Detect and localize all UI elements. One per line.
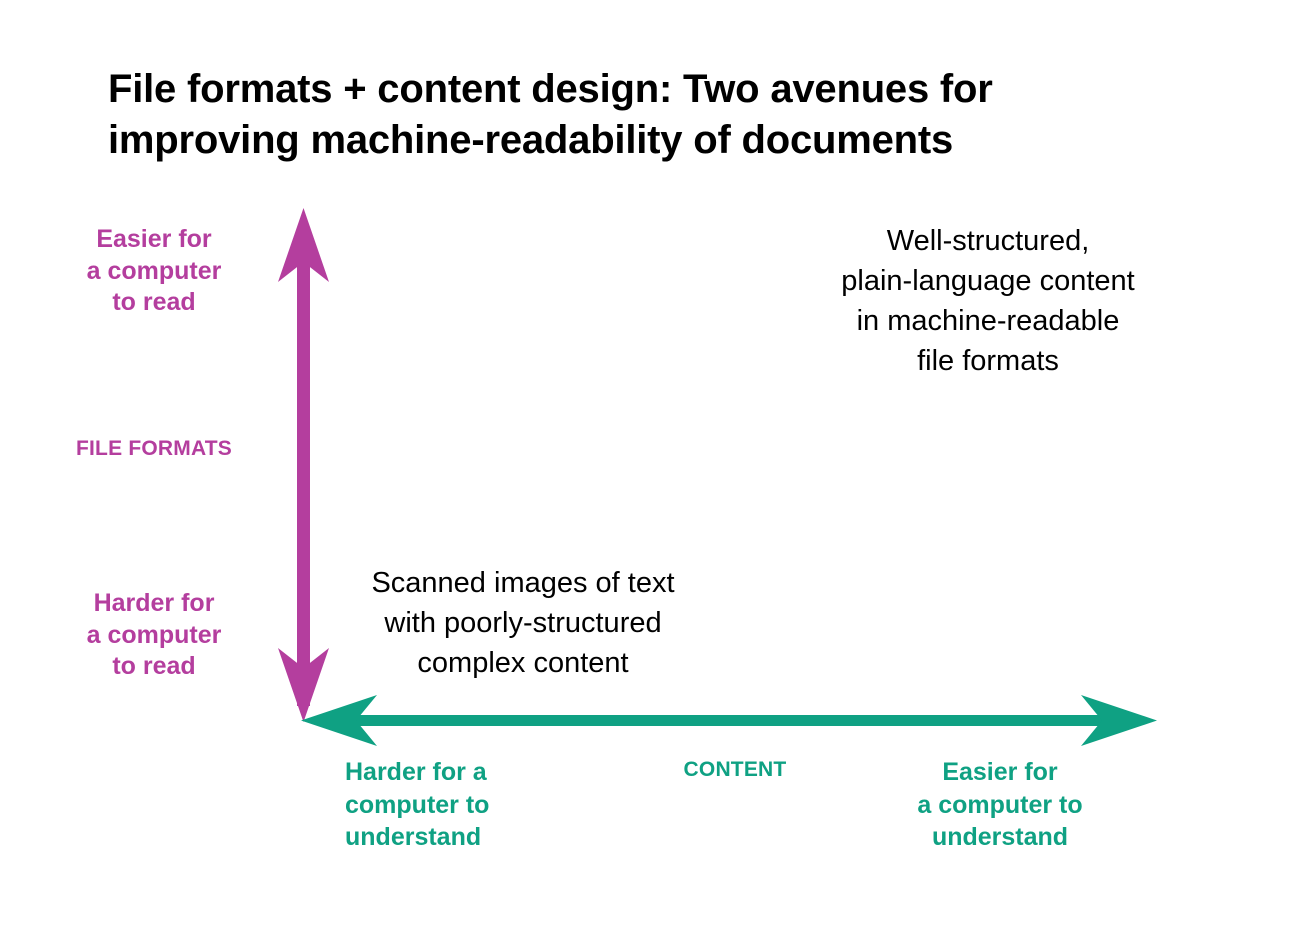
vertical-axis-name: FILE FORMATS	[76, 437, 232, 460]
horizontal-axis-right-label-line-1: Easier for	[942, 758, 1058, 786]
quadrant-upper-right-line-3: in machine-readable	[856, 305, 1120, 338]
vertical-axis-bottom-label: Harder for a computer to read	[36, 588, 272, 683]
horizontal-axis-right-label: Easier for a computer to understand	[865, 756, 1135, 854]
page-title-line-1: File formats + content design: Two avenu…	[108, 67, 993, 111]
horizontal-axis-name: CONTENT	[683, 758, 787, 781]
vertical-axis-top-label-line-1: Easier for	[96, 225, 212, 253]
horizontal-axis-left-label: Harder for a computer to understand	[345, 756, 605, 854]
vertical-axis-top-label-line-2: a computer	[86, 256, 222, 285]
quadrant-lower-left-line-3: complex content	[417, 647, 629, 680]
quadrant-upper-right-text: Well-structured, plain-language content …	[786, 221, 1190, 381]
file-formats-axis-arrow	[278, 208, 329, 722]
vertical-axis-bottom-label-line-2: a computer	[86, 620, 222, 649]
vertical-axis-bottom-label-line-3: to read	[112, 652, 196, 680]
vertical-axis-top-label: Easier for a computer to read	[36, 224, 272, 319]
content-axis-arrow	[301, 695, 1157, 746]
horizontal-axis-left-label-line-2: computer to	[345, 790, 490, 819]
page-title-line-2: improving machine-readability of documen…	[108, 118, 954, 163]
quadrant-upper-right-line-4: file formats	[917, 345, 1059, 378]
quadrant-lower-left-text: Scanned images of text with poorly-struc…	[320, 563, 726, 683]
quadrant-upper-right-line-2: plain-language content	[841, 265, 1135, 298]
page-title: File formats + content design: Two avenu…	[108, 64, 1168, 166]
quadrant-lower-left-line-1: Scanned images of text	[371, 567, 675, 599]
horizontal-axis-right-label-line-3: understand	[931, 823, 1069, 851]
horizontal-axis-left-label-line-1: Harder for a	[345, 758, 487, 786]
horizontal-axis-left-label-line-3: understand	[345, 823, 482, 851]
vertical-axis-top-label-line-3: to read	[112, 288, 196, 316]
vertical-axis-bottom-label-line-1: Harder for	[93, 589, 215, 617]
horizontal-axis-right-label-line-2: a computer to	[917, 790, 1083, 819]
quadrant-upper-right-line-1: Well-structured,	[886, 225, 1090, 257]
quadrant-lower-left-line-2: with poorly-structured	[384, 607, 662, 640]
